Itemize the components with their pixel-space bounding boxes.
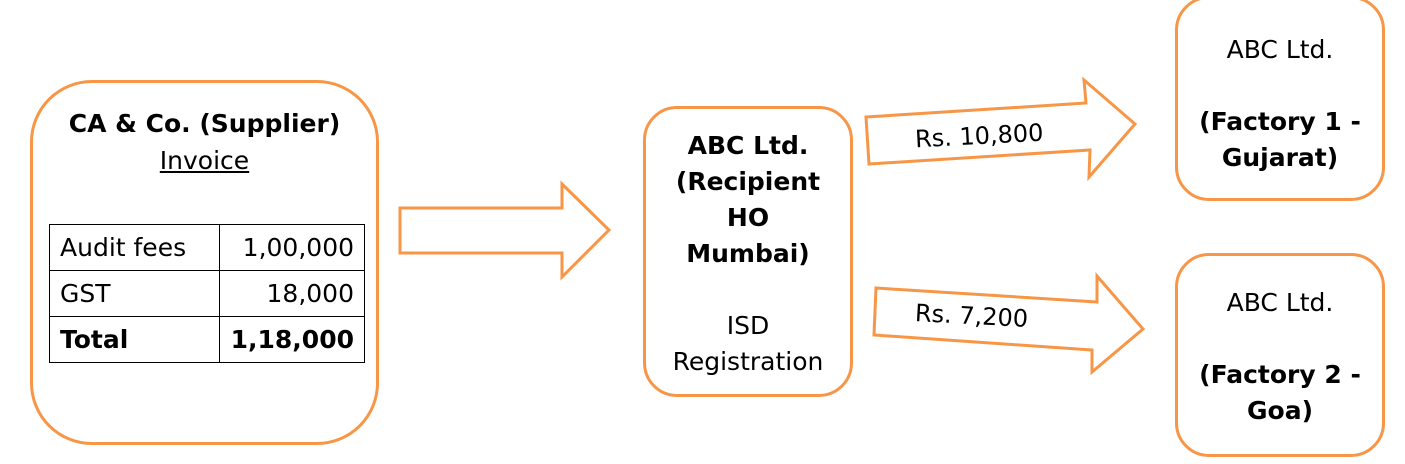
recipient-line: Mumbai) <box>686 239 810 268</box>
arrow-to-factory2 <box>872 271 1146 376</box>
factory2-line: Goa) <box>1247 396 1313 425</box>
factory1-line: Gujarat) <box>1221 143 1339 172</box>
supplier-title: CA & Co. (Supplier) <box>68 109 341 138</box>
arrow-to-factory1 <box>864 76 1138 182</box>
cell-value: 18,000 <box>219 270 365 317</box>
recipient-line: Registration <box>672 347 824 376</box>
recipient-line: ISD <box>726 311 770 340</box>
cell-label: Total <box>49 316 220 363</box>
invoice-heading: Invoice <box>159 146 250 175</box>
factory1-line: (Factory 1 - <box>1199 107 1361 136</box>
arrow-supplier-to-recipient <box>398 180 612 281</box>
cell-value: 1,18,000 <box>219 316 365 363</box>
recipient-box: ABC Ltd. (Recipient HO Mumbai) ISD Regis… <box>643 106 853 397</box>
factory1-name: ABC Ltd. <box>1226 35 1334 64</box>
cell-label: GST <box>49 270 220 317</box>
factory2-line: (Factory 2 - <box>1199 360 1361 389</box>
arrow-label-factory2: Rs. 7,200 <box>914 299 1029 333</box>
cell-value: 1,00,000 <box>219 224 365 271</box>
recipient-line: HO <box>726 203 770 232</box>
factory2-box: ABC Ltd. (Factory 2 - Goa) <box>1175 253 1385 457</box>
recipient-line: (Recipient <box>675 167 821 196</box>
cell-label: Audit fees <box>49 224 220 271</box>
factory2-name: ABC Ltd. <box>1226 288 1334 317</box>
recipient-line: ABC Ltd. <box>687 131 809 160</box>
factory1-box: ABC Ltd. (Factory 1 - Gujarat) <box>1175 0 1385 201</box>
